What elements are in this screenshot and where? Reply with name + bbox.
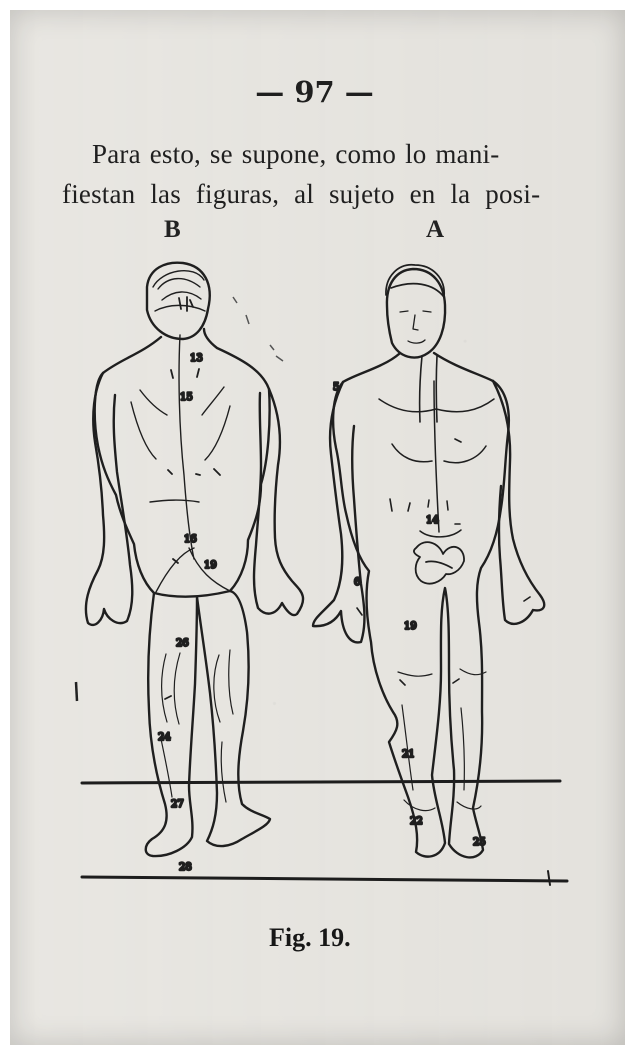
front-view-label-mark-22: 22	[410, 816, 423, 827]
body-text-line-2: fiestan las figuras, al sujeto en la pos…	[62, 179, 540, 210]
front-view-head-outline	[387, 269, 445, 358]
back-view-spine-and-muscles	[131, 335, 230, 592]
back-view-right-arm	[254, 389, 303, 615]
front-view-label-mark-14: 14	[426, 515, 439, 526]
back-view-label-mark-16: 16	[184, 534, 197, 545]
front-view-figure: 5 6 14 19 21 22 25	[313, 265, 544, 858]
front-view-leg-shading	[398, 669, 486, 811]
back-view-label-mark-28: 28	[179, 862, 192, 873]
back-view-legs	[146, 591, 270, 856]
ground-lines	[82, 781, 567, 885]
front-view-label-mark-25: 25	[473, 837, 486, 848]
back-view-left-arm	[86, 373, 132, 625]
figure-caption: Fig. 19.	[269, 923, 351, 953]
back-view-label-mark-26: 26	[176, 638, 189, 649]
ground-end-tick	[548, 871, 550, 885]
back-view-label-mark-27: 27	[171, 799, 184, 810]
front-view-label-mark-21: 21	[402, 749, 415, 760]
stray-dots-near-center	[233, 297, 283, 361]
anatomical-figure-illustration: 13 15 16 19 26 24 27 28 5 6 14 19 21 22	[50, 245, 580, 895]
front-view-label-mark-19: 19	[404, 621, 417, 632]
back-view-hair-strokes	[153, 271, 205, 311]
front-view-label-mark-6: 6	[354, 577, 360, 588]
back-view-label-mark-19: 19	[204, 560, 217, 571]
lower-ground-line	[82, 877, 567, 881]
front-view-groin-leaf	[414, 542, 464, 583]
front-view-right-arm	[493, 381, 544, 624]
front-view-label-mark-5: 5	[333, 382, 339, 393]
back-view-label-mark-13: 13	[190, 353, 203, 364]
back-view-label-mark-24: 24	[158, 732, 171, 743]
front-view-face-details	[400, 311, 431, 343]
upper-ground-line	[82, 781, 560, 783]
back-view-label-mark-15: 15	[180, 392, 193, 403]
left-margin-mark	[76, 682, 77, 701]
back-figure-label: B	[164, 216, 181, 244]
page-number: — 97 —	[0, 75, 629, 109]
front-view-left-arm	[313, 382, 364, 642]
back-view-calf-shading	[161, 650, 233, 802]
back-view-head-outline	[147, 263, 210, 339]
body-text-line-1: Para esto, se supone, como lo mani-	[92, 139, 499, 170]
front-figure-label: A	[426, 216, 444, 244]
